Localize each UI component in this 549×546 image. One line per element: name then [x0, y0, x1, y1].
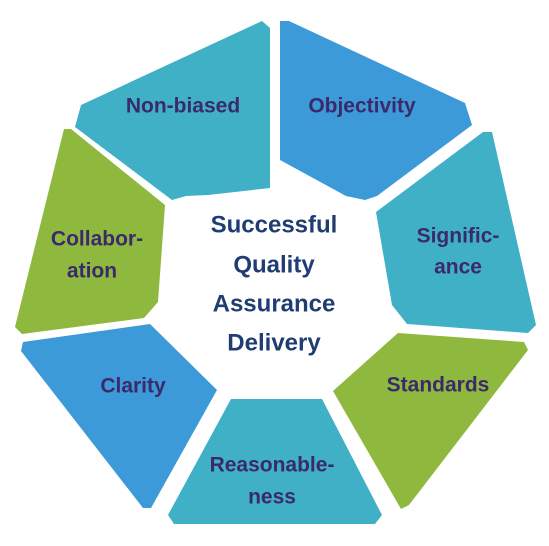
segment-label: Standards — [387, 374, 490, 397]
segment-reasonableness: Reasonable- ness — [168, 399, 382, 524]
segment-non-biased: Non-biased — [75, 21, 270, 200]
center-title-line: Quality — [233, 251, 315, 278]
segment-significance: Signific- ance — [376, 132, 536, 333]
center-title-line: Successful — [211, 211, 338, 238]
segment-shape — [376, 132, 536, 333]
segment-shape — [75, 21, 270, 200]
segment-shape — [280, 21, 472, 200]
center-title-line: Assurance — [213, 290, 336, 317]
segment-shape — [168, 399, 382, 524]
segment-label: Reasonable- — [210, 454, 335, 477]
segment-shape — [333, 333, 528, 509]
segment-label: ation — [67, 260, 117, 283]
center-title: Successful Quality Assurance Delivery — [211, 211, 338, 356]
segment-standards: Standards — [333, 333, 528, 509]
segment-label: ance — [434, 256, 482, 279]
segment-objectivity: Objectivity — [280, 21, 472, 200]
segment-shape — [21, 324, 217, 508]
segment-label: Signific- — [417, 225, 500, 248]
segment-label: ness — [248, 486, 296, 509]
segment-collaboration: Collabor- ation — [15, 129, 165, 334]
segment-label: Non-biased — [126, 95, 240, 118]
segment-label: Objectivity — [308, 95, 416, 118]
segment-label: Clarity — [100, 375, 166, 398]
segment-label: Collabor- — [51, 228, 143, 251]
segment-shape — [15, 129, 165, 334]
segment-clarity: Clarity — [21, 324, 217, 508]
center-title-line: Delivery — [227, 329, 321, 356]
